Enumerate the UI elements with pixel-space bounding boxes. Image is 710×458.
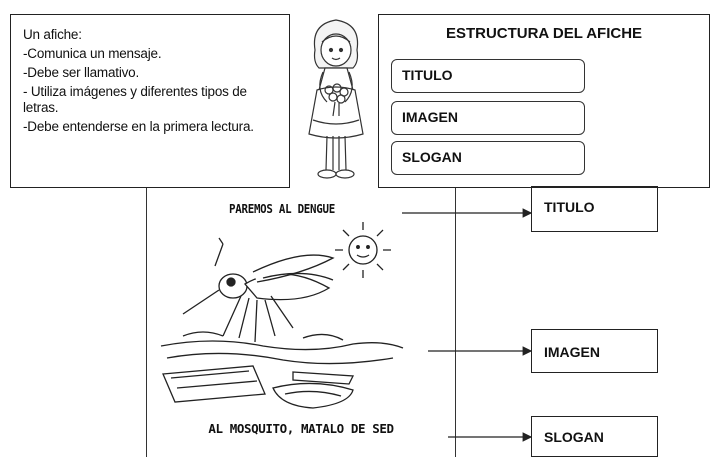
label-titulo: TITULO [531,186,658,232]
poster-title: PAREMOS AL DENGUE [229,202,335,216]
definition-box: Un afiche: -Comunica un mensaje. -Debe s… [10,14,290,188]
mosquito-icon [182,237,335,343]
girl-with-flowers-icon [308,19,364,179]
definition-line: -Comunica un mensaje. [23,46,162,61]
label-slogan: SLOGAN [531,416,658,457]
definition-line: - Utiliza imágenes y diferentes tipos de… [23,84,247,115]
definition-heading: Un afiche: [23,27,82,42]
structure-item-titulo: TITULO [391,59,585,93]
structure-item-imagen: IMAGEN [391,101,585,135]
sun-icon [335,222,391,278]
definition-line: -Debe ser llamativo. [23,65,140,80]
structure-title: ESTRUCTURA DEL AFICHE [445,25,643,42]
structure-box: ESTRUCTURA DEL AFICHE TITULO IMAGEN SLOG… [378,14,710,188]
poster-illustration [160,222,404,409]
structure-item-slogan: SLOGAN [391,141,585,175]
definition-line: -Debe entenderse en la primera lectura. [23,119,254,134]
label-imagen: IMAGEN [531,329,658,373]
poster-slogan: AL MOSQUITO, MATALO DE SED [208,421,394,436]
poster-example: PAREMOS AL DENGUE [146,188,456,457]
